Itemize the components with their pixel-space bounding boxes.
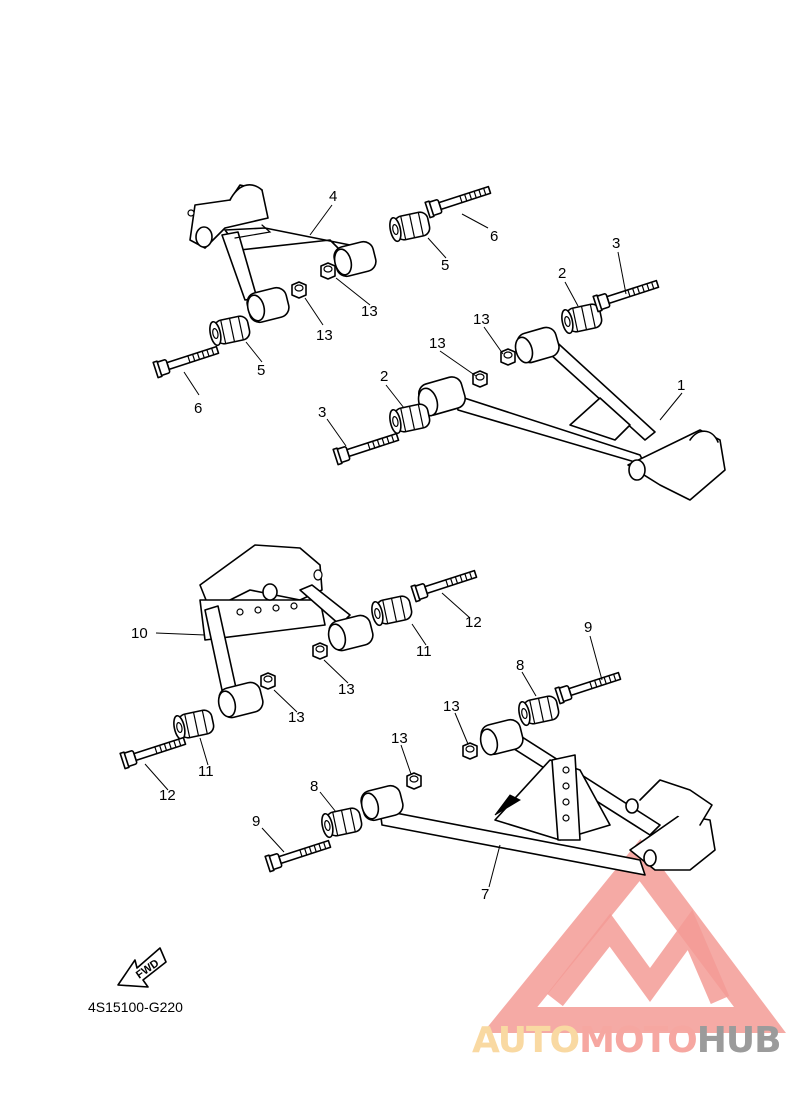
callout-5: 5 bbox=[257, 362, 265, 379]
callout-13: 13 bbox=[361, 303, 378, 320]
bolt-9-right bbox=[554, 667, 623, 705]
callout-7: 7 bbox=[481, 886, 489, 903]
bushing-2-left bbox=[387, 401, 432, 436]
nut-13-left-a bbox=[500, 348, 516, 366]
watermark-auto: AUTO bbox=[472, 1020, 579, 1061]
bushing-8-right bbox=[516, 693, 561, 728]
callout-8: 8 bbox=[310, 778, 318, 795]
callout-2: 2 bbox=[380, 368, 388, 385]
callout-9: 9 bbox=[252, 813, 260, 830]
callout-3: 3 bbox=[612, 235, 620, 252]
upper-arm-left bbox=[417, 326, 726, 501]
bolt-3-left bbox=[332, 428, 401, 466]
diagram-code: 4S15100-G220 bbox=[88, 999, 183, 1015]
callout-2: 2 bbox=[558, 265, 566, 282]
callout-1: 1 bbox=[677, 377, 685, 394]
bushing-11-upper bbox=[369, 593, 414, 628]
callout-13: 13 bbox=[338, 681, 355, 698]
callout-3: 3 bbox=[318, 404, 326, 421]
bolt-9-left bbox=[264, 835, 333, 873]
callout-9: 9 bbox=[584, 619, 592, 636]
bolt-3-right bbox=[592, 275, 661, 313]
callout-10: 10 bbox=[131, 625, 148, 642]
callout-11: 11 bbox=[198, 763, 214, 780]
watermark-moto: MOTO bbox=[579, 1020, 697, 1061]
nut-13-lower-b bbox=[260, 672, 276, 690]
callout-labels: 4 6 5 3 2 13 13 5 6 13 13 2 1 3 10 12 11… bbox=[131, 188, 685, 903]
nut-13-lower-a bbox=[312, 642, 328, 660]
callout-13: 13 bbox=[443, 698, 460, 715]
callout-8: 8 bbox=[516, 657, 524, 674]
callout-13: 13 bbox=[288, 709, 305, 726]
callout-11: 11 bbox=[416, 643, 432, 660]
callout-13: 13 bbox=[391, 730, 408, 747]
callout-12: 12 bbox=[465, 614, 482, 631]
callout-6: 6 bbox=[194, 400, 202, 417]
svg-text:AUTOMOTOHUB: AUTOMOTOHUB bbox=[472, 1020, 781, 1061]
bolt-12-lower bbox=[119, 732, 188, 770]
watermark-hub: HUB bbox=[697, 1020, 781, 1061]
bolt-12-upper bbox=[410, 565, 479, 603]
nut-13-lower-c bbox=[462, 742, 478, 760]
nut-13-left-b bbox=[472, 370, 488, 388]
nut-13-upper-a bbox=[320, 262, 336, 280]
upper-arm-right bbox=[187, 184, 377, 324]
callout-4: 4 bbox=[329, 188, 337, 205]
callout-6: 6 bbox=[490, 228, 498, 245]
bushing-11-lower bbox=[171, 707, 216, 742]
nut-13-upper-b bbox=[291, 281, 307, 299]
callout-13: 13 bbox=[473, 311, 490, 328]
callout-12: 12 bbox=[159, 787, 176, 804]
callout-13: 13 bbox=[429, 335, 446, 352]
watermark-logo: AUTOMOTOHUB bbox=[472, 838, 786, 1061]
lower-arm-left bbox=[360, 718, 716, 876]
leader-lines bbox=[144, 204, 683, 888]
bushing-8-left bbox=[319, 805, 364, 840]
bushing-5-upper bbox=[387, 209, 432, 244]
nut-13-lower-d bbox=[406, 772, 422, 790]
callout-5: 5 bbox=[441, 257, 449, 274]
lower-arm-right bbox=[199, 544, 374, 719]
bolt-6-upper bbox=[424, 181, 493, 219]
fwd-arrow: FWD bbox=[117, 947, 167, 988]
bushing-5-lower bbox=[207, 313, 252, 348]
callout-13: 13 bbox=[316, 327, 333, 344]
bolt-6-lower bbox=[152, 341, 221, 379]
